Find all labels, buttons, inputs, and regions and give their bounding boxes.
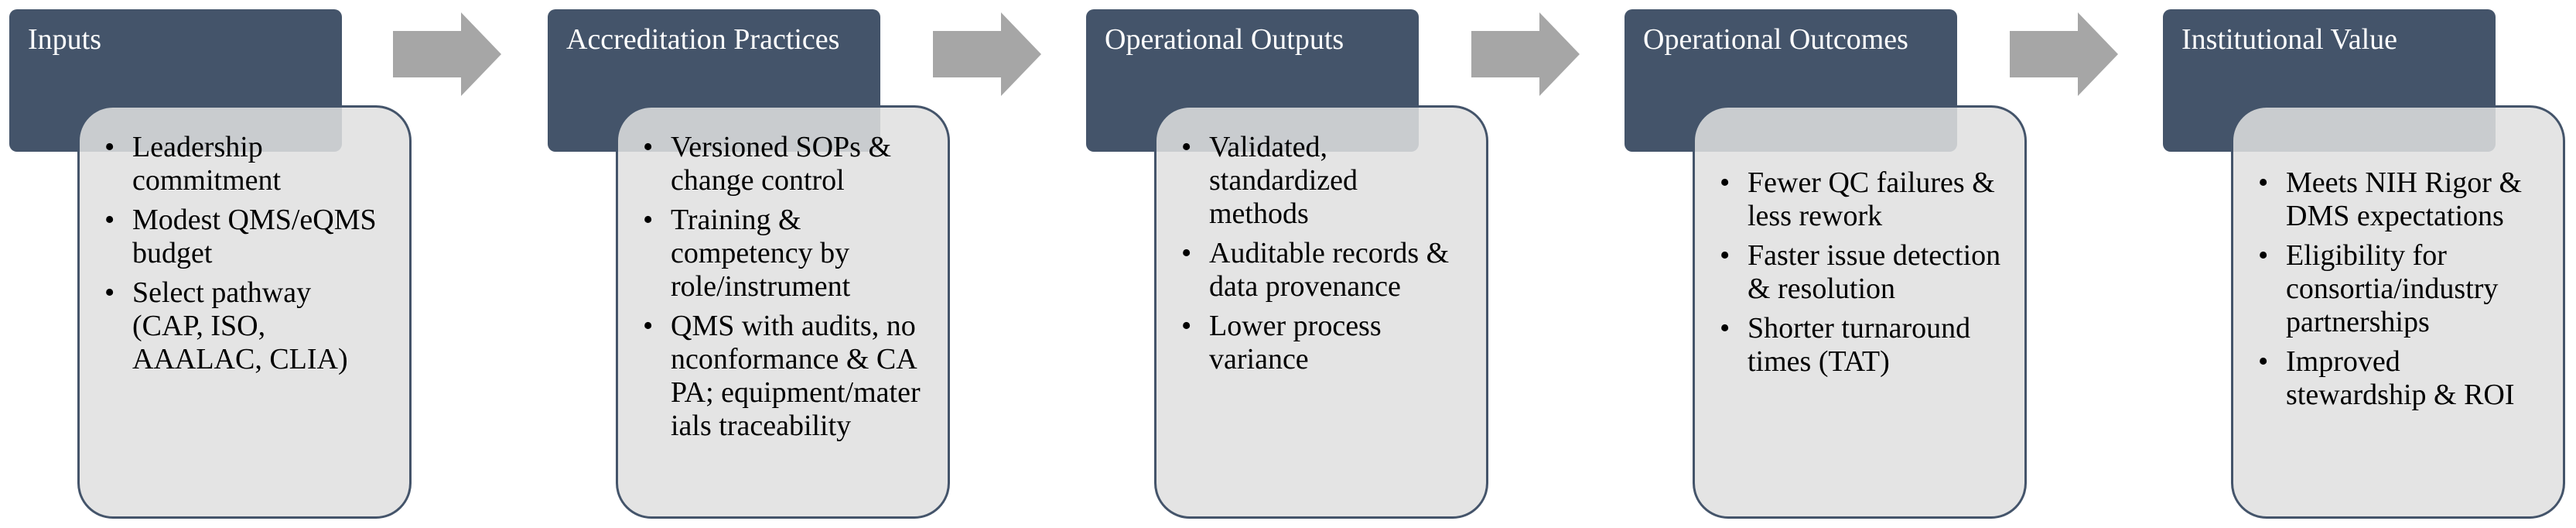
- flow-arrow-4: [2010, 12, 2118, 96]
- flow-arrow-2: [933, 12, 1041, 96]
- list-item: Select pathway (CAP, ISO, AAALAC, CLIA): [104, 276, 386, 376]
- stage-practices-list: Versioned SOPs & change control Training…: [643, 131, 924, 443]
- list-item: Fewer QC failures & less rework: [1720, 166, 2001, 233]
- list-item: Improved stewardship & ROI: [2258, 345, 2540, 412]
- stage-outcomes-header: Operational Outcomes: [1625, 9, 1957, 152]
- list-item: Faster issue detection & resolution: [1720, 239, 2001, 306]
- flow-arrow-1: [393, 12, 501, 96]
- stage-value-title: Institutional Value: [2181, 23, 2397, 56]
- list-item: QMS with audits, nonconformance & CAPA; …: [643, 310, 924, 443]
- list-item: Eligibility for consortia/industry partn…: [2258, 239, 2540, 339]
- stage-inputs-title: Inputs: [28, 23, 101, 56]
- flow-arrow-3: [1471, 12, 1580, 96]
- stage-inputs-list: Leadership commitment Modest QMS/eQMS bu…: [104, 131, 386, 376]
- stage-value-list: Meets NIH Rigor & DMS expectations Eligi…: [2258, 166, 2540, 412]
- stage-value-panel: Meets NIH Rigor & DMS expectations Eligi…: [2231, 105, 2565, 519]
- list-item: Lower process variance: [1181, 310, 1463, 376]
- list-item: Validated, standardized methods: [1181, 131, 1463, 231]
- stage-inputs-panel: Leadership commitment Modest QMS/eQMS bu…: [77, 105, 412, 519]
- stage-outputs-panel: Validated, standardized methods Auditabl…: [1154, 105, 1488, 519]
- stage-outcomes-title: Operational Outcomes: [1643, 23, 1908, 56]
- stage-outputs-title: Operational Outputs: [1105, 23, 1344, 56]
- list-item: Meets NIH Rigor & DMS expectations: [2258, 166, 2540, 233]
- stage-practices-panel: Versioned SOPs & change control Training…: [616, 105, 950, 519]
- list-item: Modest QMS/eQMS budget: [104, 204, 386, 270]
- stage-practices-title: Accreditation Practices: [566, 23, 840, 56]
- stage-outcomes-list: Fewer QC failures & less rework Faster i…: [1720, 166, 2001, 379]
- list-item: Auditable records & data provenance: [1181, 237, 1463, 303]
- list-item: Leadership commitment: [104, 131, 386, 197]
- stage-outcomes-panel: Fewer QC failures & less rework Faster i…: [1693, 105, 2027, 519]
- list-item: Training & competency by role/instrument: [643, 204, 924, 303]
- stage-outputs-list: Validated, standardized methods Auditabl…: [1181, 131, 1463, 376]
- list-item: Versioned SOPs & change control: [643, 131, 924, 197]
- list-item: Shorter turnaround times (TAT): [1720, 312, 2001, 379]
